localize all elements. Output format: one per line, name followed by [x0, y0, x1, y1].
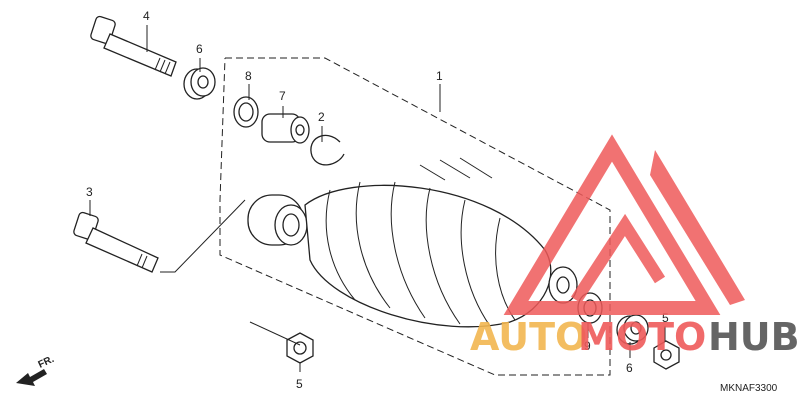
- callout-5-right: 5: [662, 311, 669, 325]
- callout-8: 8: [245, 69, 252, 83]
- callout-7: 7: [279, 89, 286, 103]
- callout-2: 2: [318, 110, 325, 124]
- front-direction-arrow-icon: FR.: [16, 354, 56, 386]
- watermark-moto: MOTO: [578, 315, 706, 359]
- circlip: [310, 134, 345, 166]
- nut-lower-left: [286, 332, 314, 364]
- diagram-code: MKNAF3300: [720, 383, 778, 394]
- watermark-hub: HUB: [708, 315, 800, 359]
- callout-3: 3: [86, 185, 93, 199]
- bushing: [261, 113, 310, 144]
- automotohub-logo-icon: [503, 134, 745, 315]
- callout-5-lower: 5: [296, 377, 303, 391]
- collar-lower: [616, 314, 649, 345]
- callout-4: 4: [143, 9, 150, 23]
- leader-lines: [89, 25, 666, 372]
- watermark-auto: AUTO: [470, 315, 587, 359]
- callout-1: 1: [436, 69, 443, 83]
- oil-seal: [233, 96, 259, 128]
- bolt-upper: [90, 15, 177, 77]
- nut-lower-right: [653, 340, 680, 370]
- callout-6-upper: 6: [196, 42, 203, 56]
- shock-absorber: [247, 157, 578, 328]
- collar-upper: [183, 67, 216, 100]
- bolt-lower: [73, 211, 159, 273]
- callout-9: 9: [584, 339, 591, 353]
- callout-6-lower: 6: [626, 361, 633, 375]
- assembly-frame: [219, 57, 611, 376]
- direction-label: FR.: [37, 354, 56, 371]
